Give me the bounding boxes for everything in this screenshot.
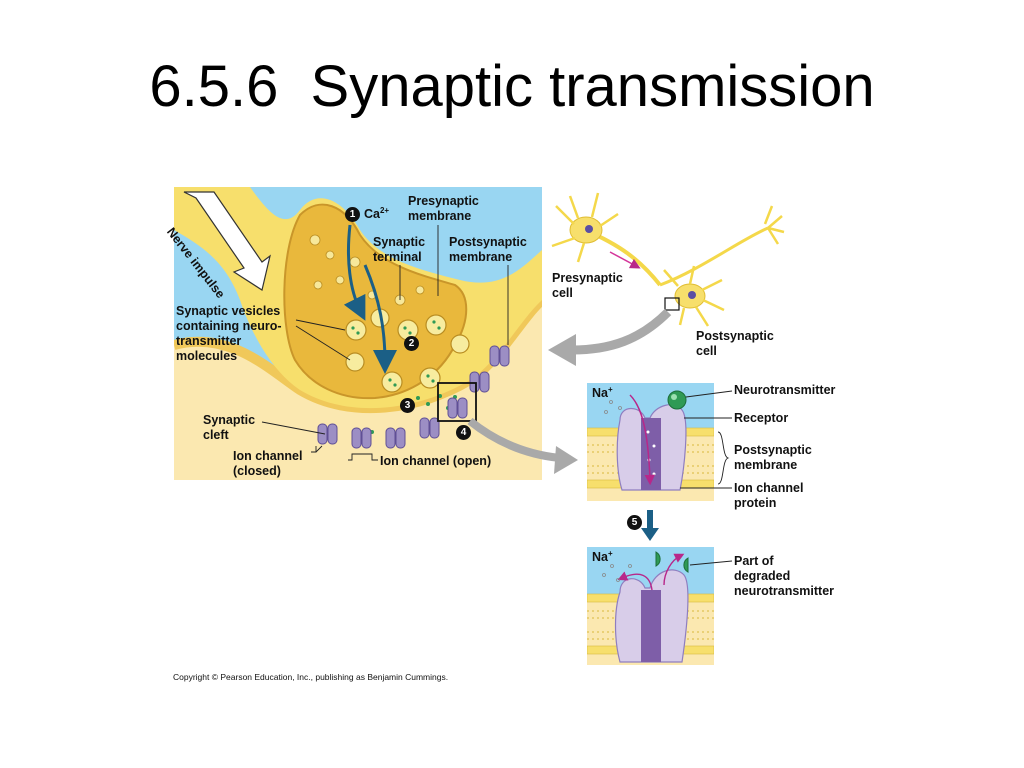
detail-panel-open-channel [587, 383, 714, 501]
ion-channel-open-label: Ion channel (open) [380, 454, 492, 468]
neuron-illustration [551, 192, 785, 327]
synaptic-terminal-label: Synaptic terminal [373, 235, 426, 264]
main-synapse-panel [174, 187, 542, 480]
neurotransmitter-label: Neurotransmitter [734, 383, 836, 397]
ion-channel-protein-label: Ion channel protein [734, 481, 804, 510]
synaptic-vesicles-label: Synaptic vesicles containing neuro- tran… [176, 304, 282, 363]
sodium-label-top: Na+ [592, 384, 613, 401]
detail-panel-degraded [587, 547, 714, 665]
calcium-symbol: Ca [364, 207, 380, 221]
step-2-badge: 2 [404, 336, 419, 351]
presynaptic-cell-label: Presynaptic cell [552, 271, 623, 300]
receptor-label: Receptor [734, 411, 789, 425]
step-5-badge: 5 [627, 515, 642, 530]
calcium-label: Ca2+ [364, 205, 390, 222]
synaptic-cleft-label: Synaptic cleft [203, 413, 256, 442]
sodium-label-bottom: Na+ [592, 548, 613, 565]
sodium-charge-bottom: + [607, 548, 613, 558]
ion-channel-closed-label: Ion channel (closed) [233, 449, 303, 478]
postsynaptic-cell-label: Postsynaptic cell [696, 329, 774, 358]
degraded-neurotransmitter-label: Part of degraded neurotransmitter [734, 554, 835, 598]
step-3-badge: 3 [400, 398, 415, 413]
sodium-symbol-top: Na [592, 386, 608, 400]
presynaptic-membrane-label: Presynaptic membrane [408, 194, 479, 223]
step-4-badge: 4 [456, 425, 471, 440]
zoom-pointer-arrows [467, 308, 672, 474]
sodium-charge-top: + [607, 384, 613, 394]
step-1-badge: 1 [345, 207, 360, 222]
sodium-symbol-bottom: Na [592, 550, 608, 564]
slide-title: 6.5.6 Synaptic transmission [149, 54, 875, 119]
postsynaptic-membrane-detail-label: Postsynaptic membrane [734, 443, 812, 472]
copyright-notice: Copyright © Pearson Education, Inc., pub… [173, 672, 449, 682]
postsynaptic-membrane-label: Postsynaptic membrane [449, 235, 527, 264]
calcium-charge: 2+ [379, 205, 390, 215]
